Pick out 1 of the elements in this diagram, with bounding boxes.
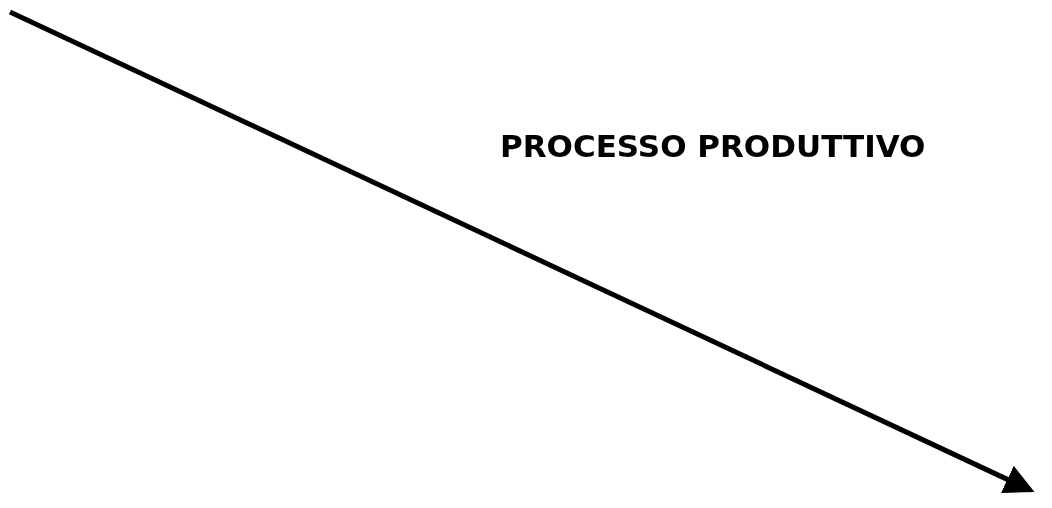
diagram-label: PROCESSO PRODUTTIVO [500,128,926,164]
